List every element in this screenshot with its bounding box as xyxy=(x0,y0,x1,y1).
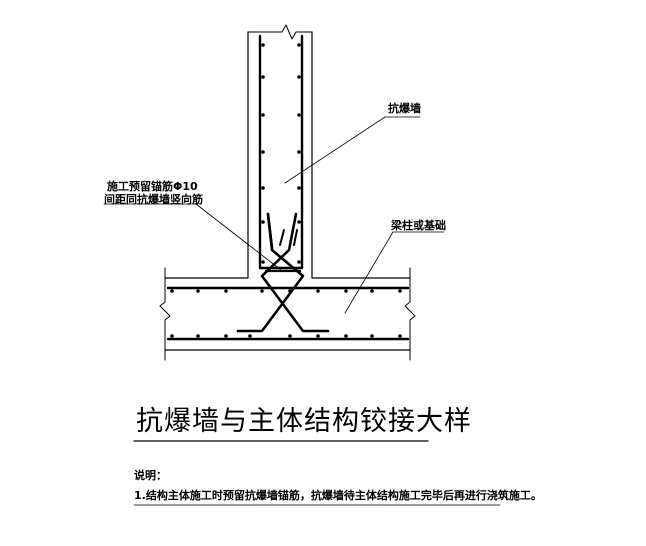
wall-rebar-dot xyxy=(297,260,301,264)
leader-anchor xyxy=(195,203,282,271)
beam-rebar-dot xyxy=(248,334,252,338)
beam-rebar-dot xyxy=(344,289,348,293)
wall-rebar-dot xyxy=(261,186,265,190)
detail-title: 抗爆墙与主体结构铰接大样 xyxy=(136,406,472,437)
label-beam-column: 梁柱或基础 xyxy=(391,219,446,232)
beam-rebar-dot xyxy=(224,334,228,338)
wall-rebar-dot xyxy=(261,150,265,154)
beam-rebar-dot xyxy=(344,334,348,338)
wall-rebar-dot xyxy=(261,43,265,47)
anchor-stub-b xyxy=(293,229,298,246)
beam-rebar-dot xyxy=(260,289,264,293)
beam-break-right xyxy=(404,267,416,361)
beam-rebar-dot xyxy=(170,289,174,293)
beam-rebar-dot xyxy=(398,334,402,338)
wall-rebar-dot xyxy=(297,220,301,224)
beam-rebar-dot xyxy=(170,334,174,338)
wall-rebar-dot xyxy=(261,260,265,264)
beam-rebar-dot xyxy=(288,289,292,293)
beam-rebar-dot xyxy=(370,289,374,293)
wall-rebar-dot xyxy=(297,43,301,47)
wall-rebar-dot xyxy=(297,113,301,117)
leader-blast-wall xyxy=(284,116,386,184)
leader-beam xyxy=(344,231,394,314)
wall-rebar-dot xyxy=(261,220,265,224)
beam-rebar-dot xyxy=(316,289,320,293)
break-line xyxy=(247,24,313,40)
wall-rebar-dot xyxy=(261,75,265,79)
beam-rebar-dot xyxy=(196,334,200,338)
wall-rebar-dot xyxy=(297,150,301,154)
label-anchor-line1: 施工预留锚筋Φ10 xyxy=(107,180,198,193)
anchor-hook-left xyxy=(266,212,274,250)
wall-rebar-dot xyxy=(297,186,301,190)
label-anchor-line2: 间距同抗爆墙竖向筋 xyxy=(104,193,203,206)
anchor-bar-right xyxy=(260,212,330,333)
notes-item-1: 1.结构主体施工时预留抗爆墙锚筋，抗爆墙待主体结构施工完毕后再进行浇筑施工。 xyxy=(134,489,542,502)
wall-rebar-dot xyxy=(261,113,265,117)
notes-heading: 说明： xyxy=(134,469,167,482)
beam-rebar-dot xyxy=(398,289,402,293)
beam-rebar-dot xyxy=(316,334,320,338)
label-blast-wall: 抗爆墙 xyxy=(388,102,421,115)
beam-rebar-dot xyxy=(370,334,374,338)
beam-break-left xyxy=(159,267,171,361)
wall-rebar-dot xyxy=(297,75,301,79)
anchor-stub-a xyxy=(279,229,285,246)
beam-rebar-dot xyxy=(224,289,228,293)
beam-rebar-dot xyxy=(288,334,292,338)
beam-rebar-dot xyxy=(196,289,200,293)
